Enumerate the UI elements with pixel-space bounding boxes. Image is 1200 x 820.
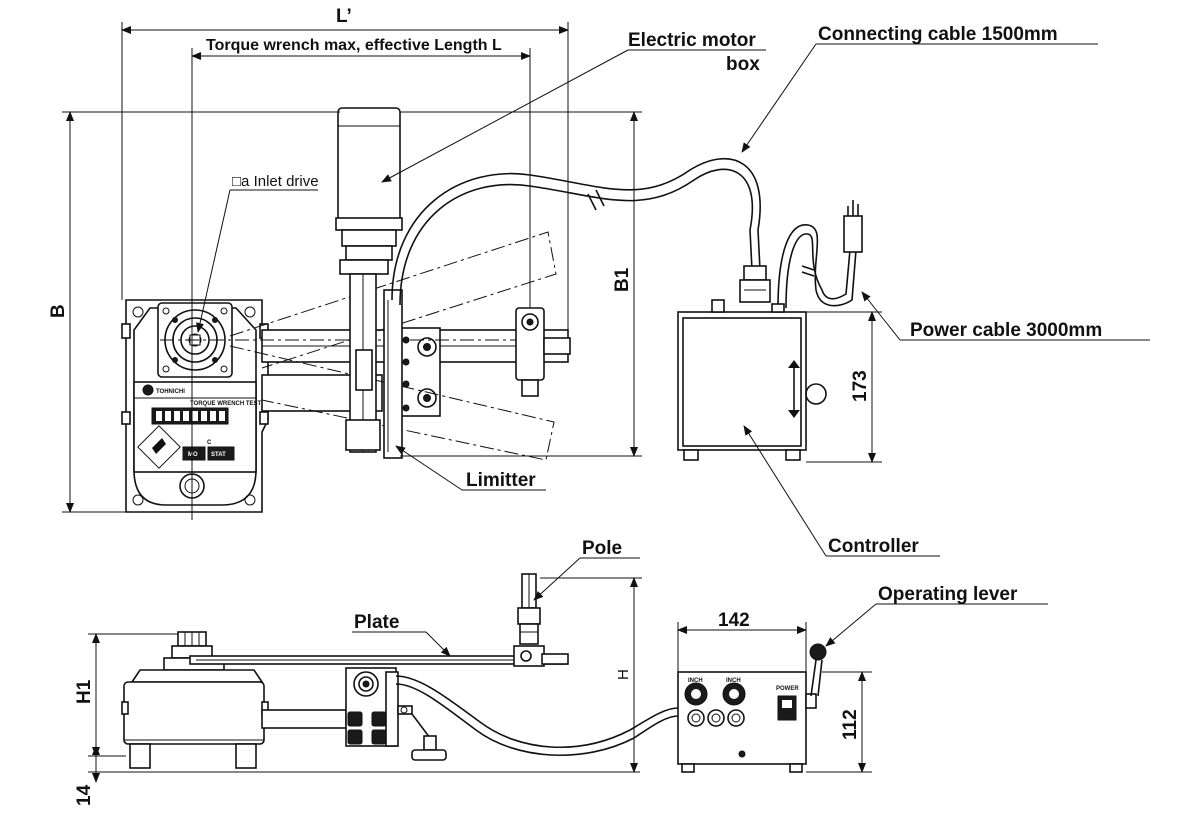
- b-label: B: [48, 304, 69, 318]
- panel-c-label: C: [207, 440, 212, 446]
- top-view: TOHNICHI TORQUE WRENCH TESTER C MO STAT: [62, 22, 1150, 557]
- lamp-2: [707, 709, 725, 727]
- brand-text: TOHNICHI: [156, 389, 185, 395]
- lamp-1: [687, 709, 705, 727]
- limitter-label: Limitter: [466, 470, 536, 491]
- inch-dial-left[interactable]: [684, 682, 708, 706]
- dim-142-label: 142: [718, 610, 750, 631]
- torque-wrench-length-label: Torque wrench max, effective Length L: [206, 37, 502, 54]
- dim-173-label: 173: [850, 370, 871, 402]
- pole-label: Pole: [582, 538, 622, 559]
- inch-dial-right[interactable]: [722, 682, 746, 706]
- side-view: INCH INCH POWER: [88, 557, 1048, 783]
- controller-top: [677, 299, 827, 461]
- inch-right-label: INCH: [726, 678, 741, 684]
- dim-14-label: 14: [74, 784, 95, 806]
- stat-button-label: STAT: [211, 452, 226, 458]
- leaders-side: [352, 557, 1048, 657]
- plate: [189, 655, 567, 665]
- inlet-drive-label: □a Inlet drive: [232, 173, 319, 190]
- controller-side: INCH INCH POWER: [677, 643, 827, 773]
- h-label: H: [615, 669, 632, 680]
- dimensions-side: [88, 577, 872, 783]
- operating-lever-label: Operating lever: [878, 584, 1018, 605]
- arm-side: [261, 667, 447, 761]
- connecting-cable-label: Connecting cable 1500mm: [818, 24, 1058, 45]
- tester-body-top: TOHNICHI TORQUE WRENCH TESTER C MO STAT: [121, 299, 270, 513]
- pole: [513, 573, 569, 667]
- model-text: TORQUE WRENCH TESTER: [190, 401, 270, 407]
- power-cable: [777, 200, 863, 309]
- lcd-segments: [156, 411, 225, 421]
- l-prime-label: L’: [336, 6, 352, 27]
- side-cable: [395, 675, 679, 757]
- operating-lever[interactable]: [805, 643, 827, 709]
- mo-button[interactable]: [182, 446, 206, 461]
- lamp-3: [727, 709, 745, 727]
- connecting-cable: [391, 157, 771, 306]
- lcd-display: [151, 407, 229, 425]
- h1-label: H1: [74, 679, 95, 704]
- b1-label: B1: [612, 267, 633, 292]
- power-cable-label: Power cable 3000mm: [910, 320, 1102, 341]
- plate-label: Plate: [354, 612, 399, 633]
- electric-motor-label-1: Electric motor: [628, 30, 756, 51]
- mo-button-label: MO: [188, 452, 198, 458]
- tester-body-side: [121, 631, 269, 769]
- dimensions-top: [62, 22, 882, 520]
- limitter: [383, 289, 403, 459]
- labels: L’ Torque wrench max, effective Length L…: [48, 6, 1102, 806]
- power-label: POWER: [776, 686, 799, 692]
- electric-motor-top: [335, 107, 403, 453]
- controller-label: Controller: [828, 536, 919, 557]
- inch-left-label: INCH: [688, 678, 703, 684]
- pole-bracket-top: [515, 307, 571, 397]
- dim-112-label: 112: [840, 709, 861, 740]
- stat-button[interactable]: [207, 446, 235, 461]
- leaders-top: [196, 43, 1150, 557]
- electric-motor-label-2: box: [726, 54, 760, 75]
